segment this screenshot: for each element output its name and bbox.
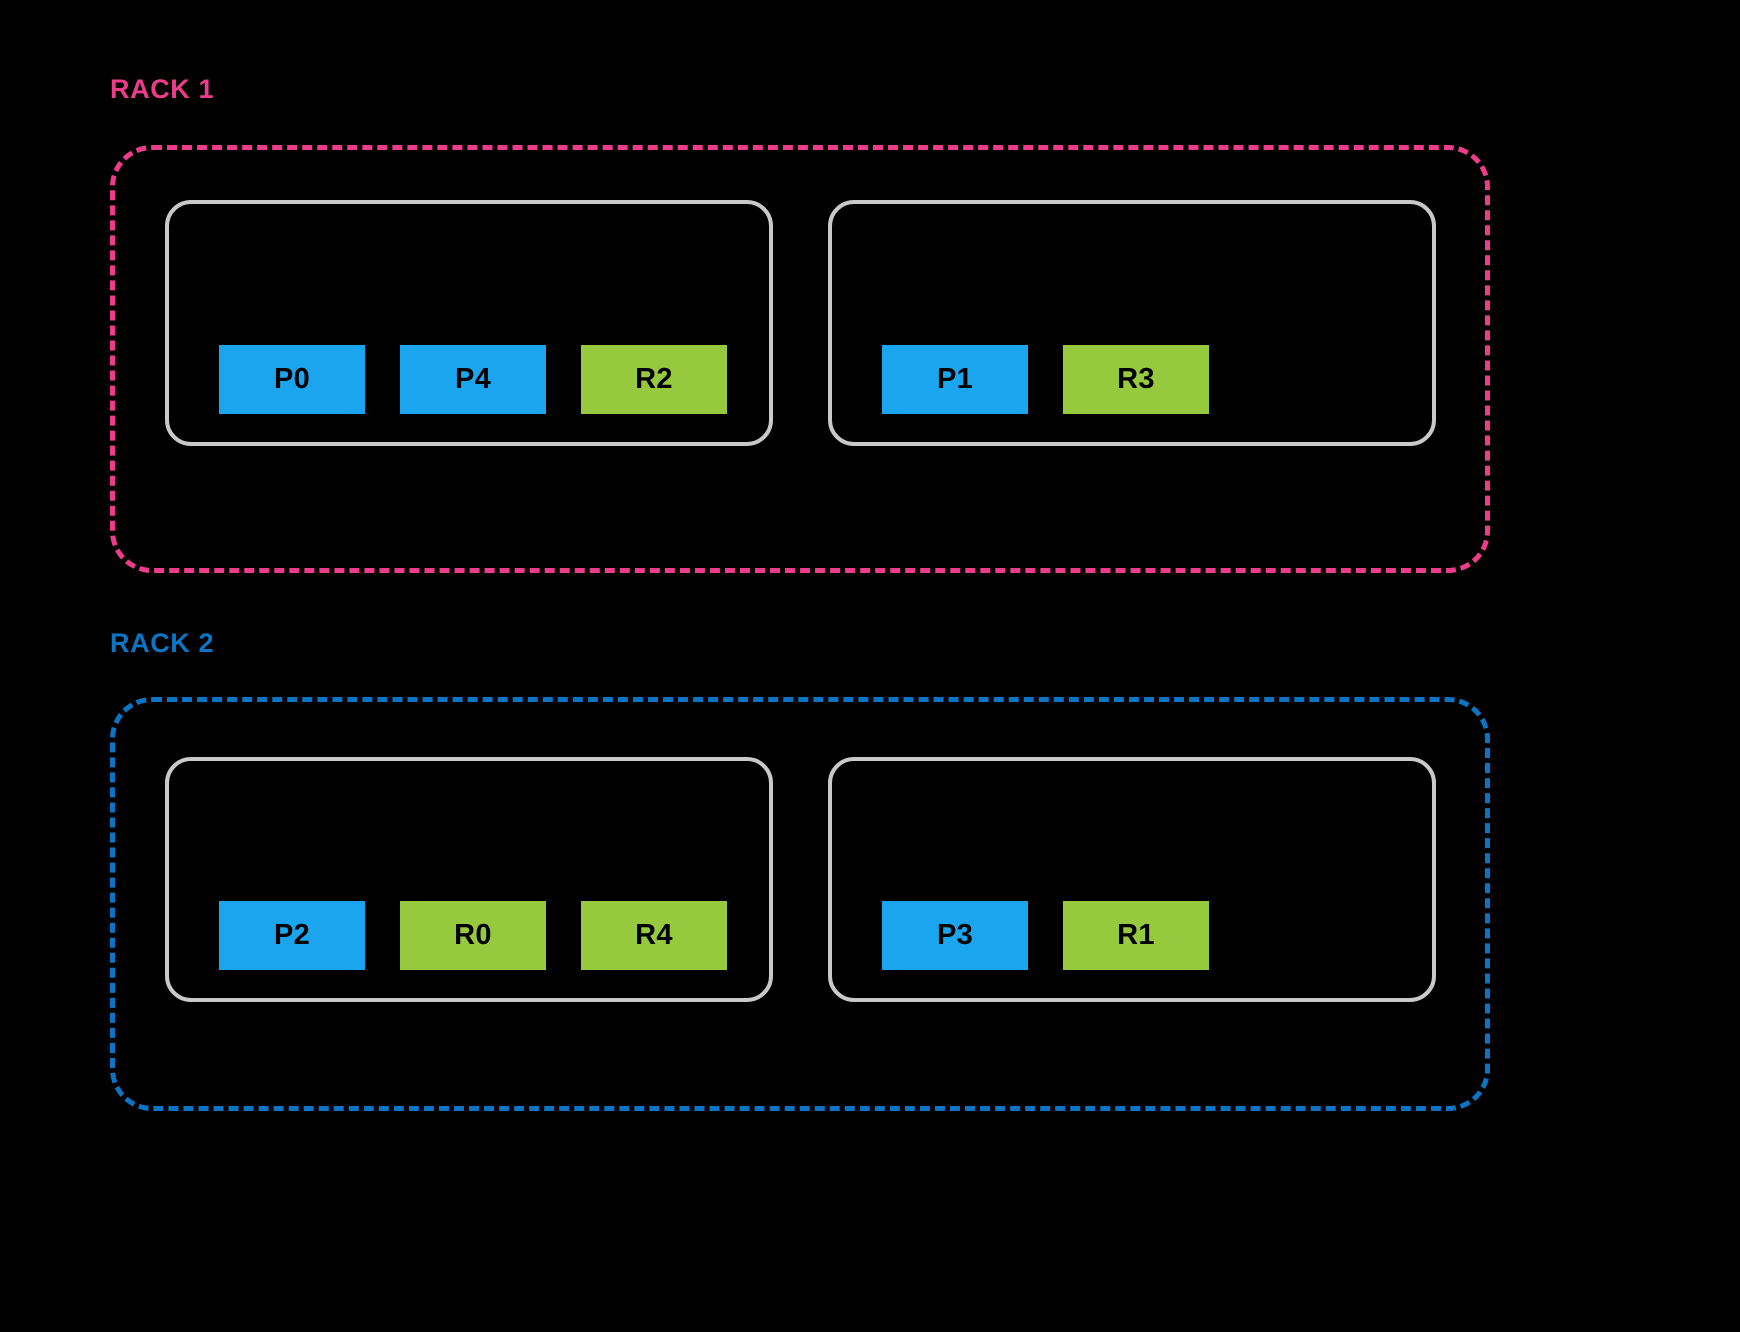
node-item-row: P1 R3: [882, 345, 1209, 414]
replica-chip-r0[interactable]: R0: [400, 901, 546, 970]
partition-chip-p1[interactable]: P1: [882, 345, 1028, 414]
rack-label-2: RACK 2: [110, 628, 215, 658]
node-box: P1 R3: [828, 200, 1436, 446]
node-item-row: P3 R1: [882, 901, 1209, 970]
rack-boundary-2: [110, 697, 1490, 1111]
node-item-row: P2 R0 R4: [219, 901, 727, 970]
replica-chip-r3[interactable]: R3: [1063, 345, 1209, 414]
partition-chip-p3[interactable]: P3: [882, 901, 1028, 970]
node-box: P0 P4 R2: [165, 200, 773, 446]
rack-label-1: RACK 1: [110, 74, 215, 104]
replica-chip-r4[interactable]: R4: [581, 901, 727, 970]
rack-boundary-1: [110, 145, 1490, 573]
node-box: P3 R1: [828, 757, 1436, 1002]
partition-chip-p4[interactable]: P4: [400, 345, 546, 414]
replica-chip-r2[interactable]: R2: [581, 345, 727, 414]
partition-chip-p0[interactable]: P0: [219, 345, 365, 414]
node-item-row: P0 P4 R2: [219, 345, 727, 414]
partition-chip-p2[interactable]: P2: [219, 901, 365, 970]
node-box: P2 R0 R4: [165, 757, 773, 1002]
replica-chip-r1[interactable]: R1: [1063, 901, 1209, 970]
